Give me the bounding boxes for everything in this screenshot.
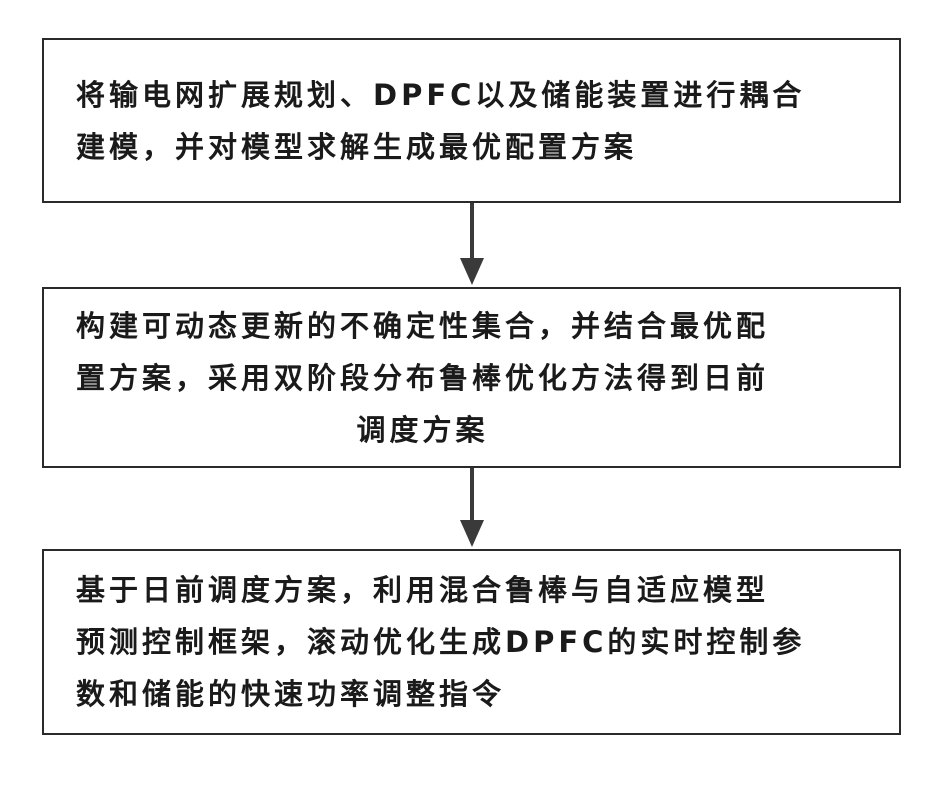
flowchart-step-2: 构建可动态更新的不确定性集合，并结合最优配 置方案，采用双阶段分布鲁棒优化方法得… bbox=[42, 287, 901, 468]
step-3-line-3: 数和储能的快速功率调整指令 bbox=[76, 677, 505, 711]
step-2-line-1: 构建可动态更新的不确定性集合，并结合最优配 bbox=[76, 309, 769, 343]
flowchart-step-3: 基于日前调度方案，利用混合鲁棒与自适应模型 预测控制框架，滚动优化生成DPFC的… bbox=[42, 549, 901, 735]
arrow-1-to-2 bbox=[460, 203, 484, 285]
step-2-text: 构建可动态更新的不确定性集合，并结合最优配 置方案，采用双阶段分布鲁棒优化方法得… bbox=[44, 300, 799, 456]
step-2-line-2: 置方案，采用双阶段分布鲁棒优化方法得到日前 bbox=[76, 361, 769, 395]
step-3-line-1: 基于日前调度方案，利用混合鲁棒与自适应模型 bbox=[76, 573, 769, 607]
step-3-line-2: 预测控制框架，滚动优化生成DPFC的实时控制参 bbox=[76, 625, 805, 659]
arrow-2-to-3 bbox=[460, 468, 484, 547]
step-2-line-3: 调度方案 bbox=[76, 404, 769, 456]
step-3-text: 基于日前调度方案，利用混合鲁棒与自适应模型 预测控制框架，滚动优化生成DPFC的… bbox=[44, 564, 835, 720]
